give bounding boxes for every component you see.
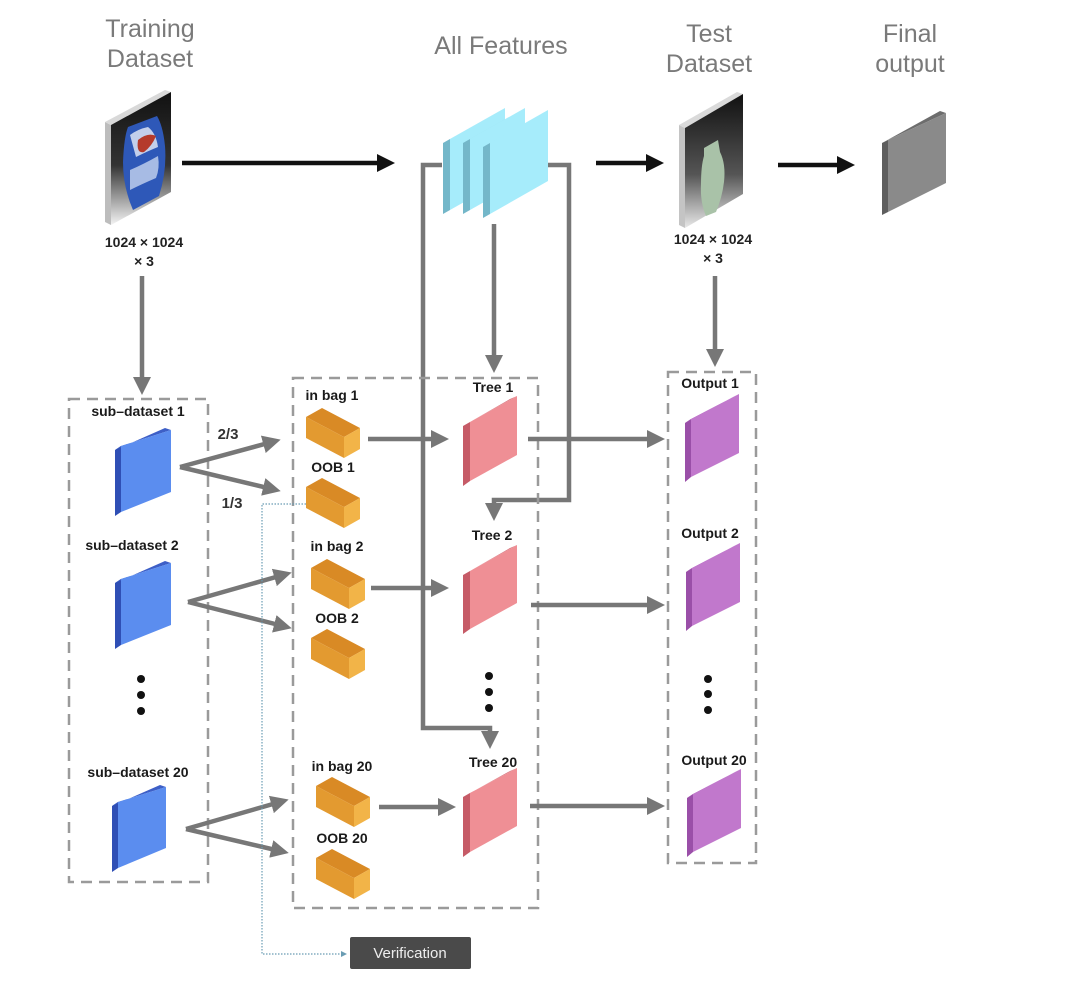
training-dimension-line2: × 3 (134, 253, 154, 269)
final-output-slab (882, 111, 946, 215)
test-dimension-line1: 1024 × 1024 (674, 231, 752, 247)
tree-label-1: Tree 1 (473, 379, 514, 395)
output-ellipsis (704, 675, 712, 714)
arrow-sub1-to-oob1 (179, 464, 281, 496)
inbag-box-20 (316, 777, 370, 827)
subdataset-slab-20 (112, 785, 166, 872)
arrow-sub20-to-oob20 (185, 826, 289, 858)
inbag-box-1 (306, 408, 360, 458)
header-test-line1: Test (686, 20, 732, 48)
oob-label-2: OOB 2 (315, 610, 359, 626)
vase-icon (123, 116, 166, 210)
header-training-line1: Training (105, 15, 194, 43)
inbag-label-1: in bag 1 (306, 387, 359, 403)
oob-label-1: OOB 1 (311, 459, 355, 475)
tree-slab-20 (463, 768, 517, 857)
tree-slab-2 (463, 545, 517, 634)
output-slab-1 (685, 394, 739, 482)
output-label-1: Output 1 (681, 375, 739, 391)
header-training-dataset: Training Dataset (105, 15, 194, 73)
subdataset-label-1: sub–dataset 1 (91, 403, 185, 419)
output-label-20: Output 20 (681, 752, 747, 768)
arrow-sub2-to-oob2 (187, 599, 292, 633)
tree-label-20: Tree 20 (469, 754, 517, 770)
test-dimension-line2: × 3 (703, 250, 723, 266)
all-features-stack (443, 108, 548, 218)
arrow-features-to-tree2 (485, 162, 572, 521)
verification-button[interactable]: Verification (350, 937, 471, 969)
header-final-line1: Final (883, 20, 937, 48)
inbag-label-2: in bag 2 (311, 538, 364, 554)
training-dimension-line1: 1024 × 1024 (105, 234, 183, 250)
header-test-dataset: Test Dataset (666, 20, 752, 78)
fraction-in-bag: 2/3 (218, 426, 239, 443)
oob-label-20: OOB 20 (316, 830, 368, 846)
output-slab-2 (686, 543, 740, 631)
subdataset-slab-1 (115, 428, 171, 516)
subdataset-label-2: sub–dataset 2 (85, 537, 179, 553)
training-image (105, 90, 171, 225)
bags-trees-container (291, 376, 540, 910)
test-image (679, 92, 743, 228)
oob-box-2 (311, 629, 365, 679)
oob-box-1 (306, 478, 360, 528)
subdataset-ellipsis (137, 675, 145, 715)
subdataset-label-20: sub–dataset 20 (87, 764, 188, 780)
fraction-oob: 1/3 (222, 495, 243, 512)
tree-ellipsis (485, 672, 493, 712)
arrow-features-to-tree20 (420, 162, 499, 749)
subdataset-slab-2 (115, 561, 171, 649)
inbag-box-2 (311, 559, 365, 609)
header-final-output: Final output (875, 20, 945, 78)
outputs-container (666, 370, 758, 865)
verification-label: Verification (373, 945, 446, 962)
feature-map-3 (483, 110, 548, 218)
header-test-line2: Dataset (666, 50, 752, 78)
header-training-line2: Dataset (107, 45, 193, 73)
header-all-features: All Features (434, 32, 567, 60)
output-label-2: Output 2 (681, 525, 739, 541)
oob-box-20 (316, 849, 370, 899)
arrow-sub1-to-inbag1 (179, 435, 281, 470)
inbag-label-20: in bag 20 (312, 758, 373, 774)
subdatasets-container (67, 397, 210, 884)
header-final-line2: output (875, 50, 945, 78)
arrow-sub20-to-inbag20 (185, 795, 289, 832)
arrow-sub2-to-inbag2 (187, 568, 292, 605)
output-slab-20 (687, 769, 741, 857)
tree-label-2: Tree 2 (472, 527, 513, 543)
jade-vessel-icon (700, 140, 725, 216)
tree-slab-1 (463, 396, 517, 486)
oob-to-verification-line (261, 503, 347, 957)
